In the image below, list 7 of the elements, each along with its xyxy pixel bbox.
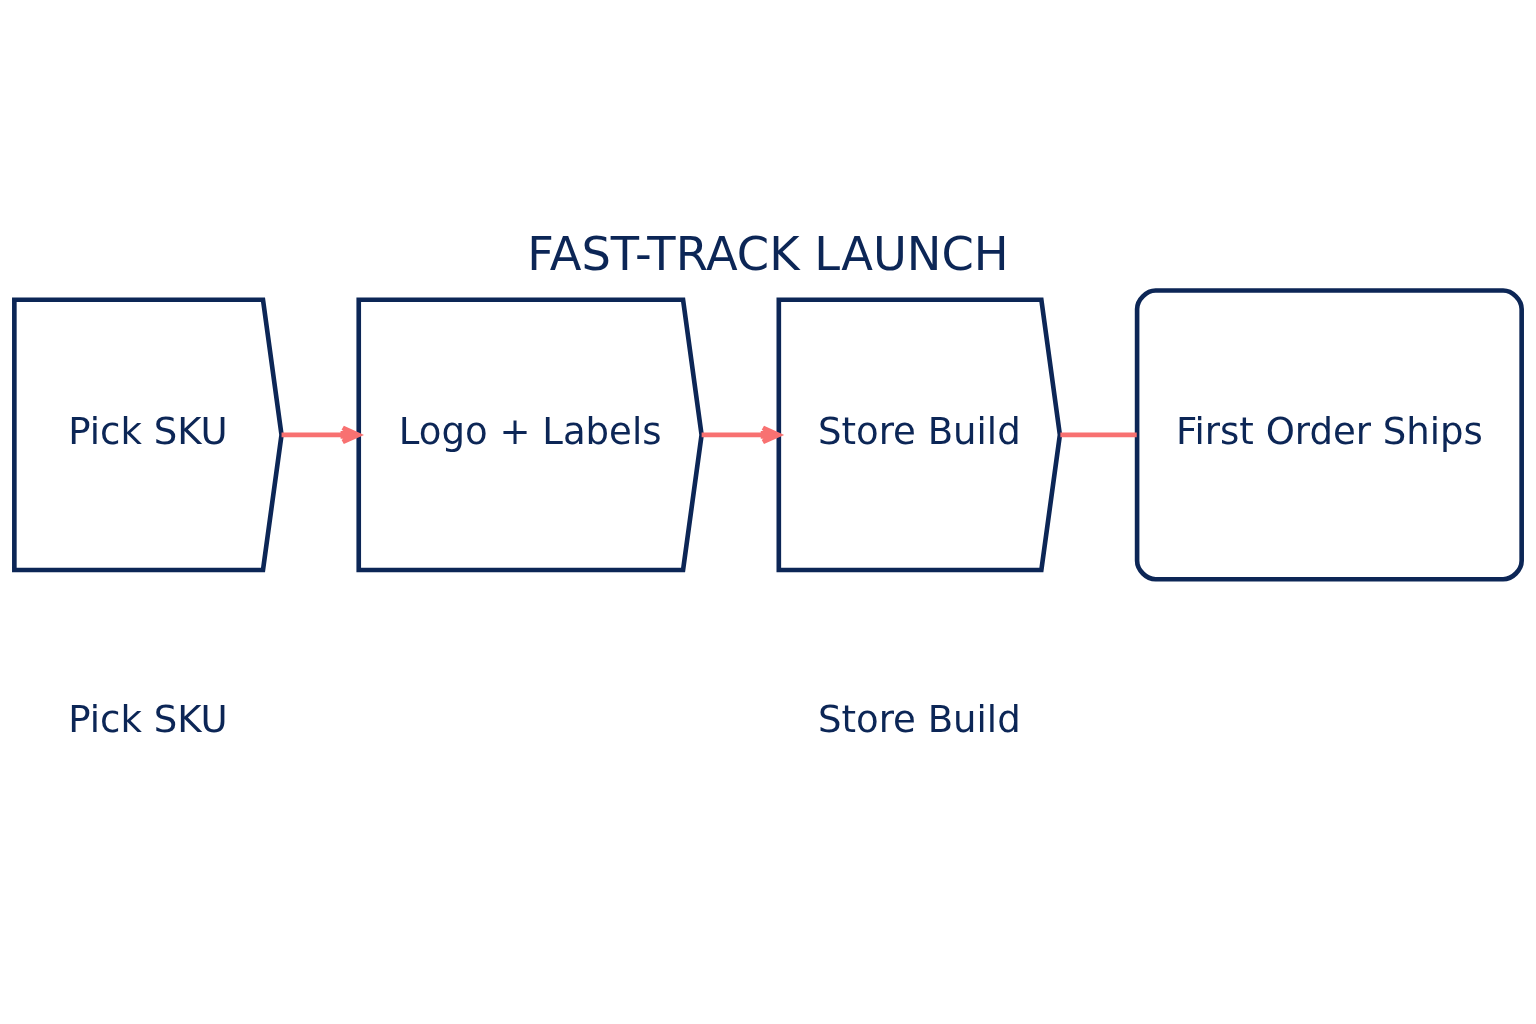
- diagram-title: FAST-TRACK LAUNCH: [527, 226, 1009, 281]
- connector: [1060, 432, 1137, 437]
- arrow: [701, 425, 781, 444]
- node-box: First Order Ships: [1134, 287, 1524, 582]
- arrow: [281, 425, 361, 444]
- node-label: Pick SKU: [68, 697, 228, 741]
- node-label: Store Build: [818, 697, 1021, 741]
